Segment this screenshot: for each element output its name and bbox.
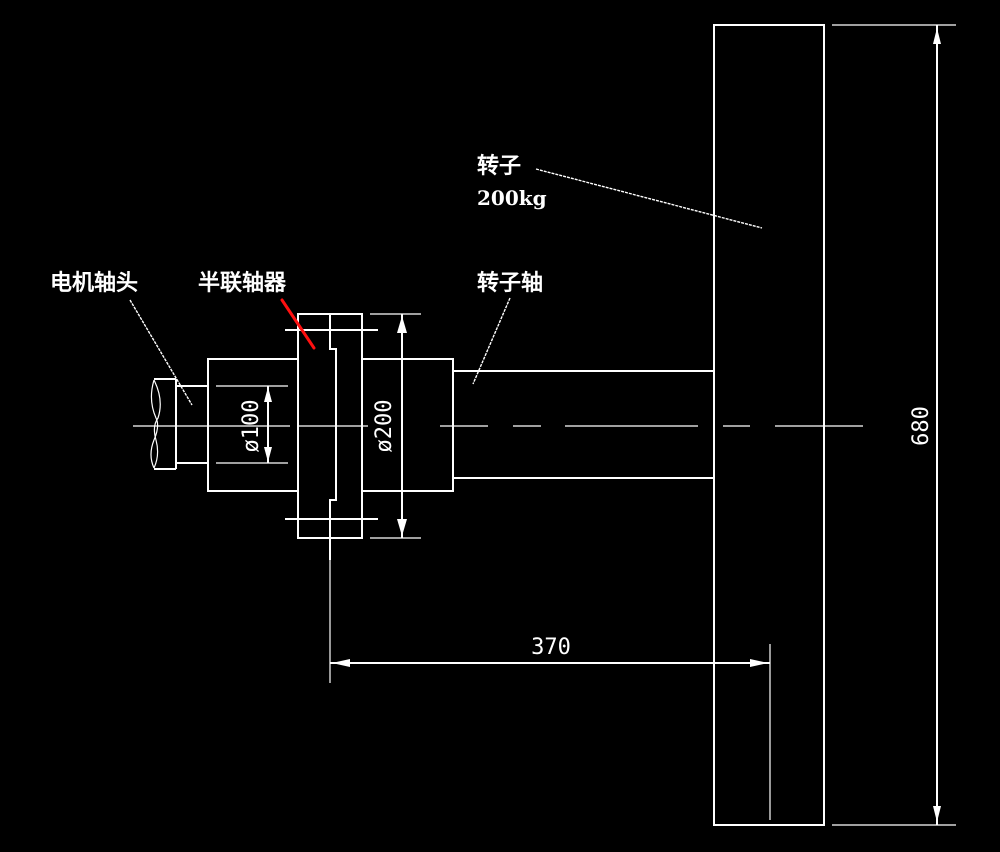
leader-rotor bbox=[535, 168, 763, 229]
label-rotor: 转子 bbox=[477, 153, 521, 179]
dimension-text-overhang: 370 bbox=[531, 635, 571, 660]
dimension-overhang: 370 bbox=[329, 560, 771, 820]
motor-shaft bbox=[150, 378, 208, 470]
dimension-text-coupling-diameter: ø200 bbox=[372, 400, 397, 453]
leader-motor-shaft bbox=[129, 299, 193, 406]
dimension-rotor-height: 680 bbox=[832, 24, 956, 826]
dimension-text-rotor-height: 680 bbox=[909, 406, 934, 446]
rotor-shaft bbox=[361, 358, 714, 492]
leader-rotor-shaft bbox=[472, 297, 511, 385]
label-half-coupling: 半联轴器 bbox=[198, 270, 287, 296]
label-rotor-mass: 200kg bbox=[477, 186, 547, 210]
dimension-shaft-diameter: ø100 bbox=[216, 385, 288, 464]
label-motor-shaft: 电机轴头 bbox=[50, 270, 138, 296]
leader-half-coupling bbox=[280, 298, 316, 350]
dimension-coupling-diameter: ø200 bbox=[370, 313, 421, 539]
dimension-text-shaft-diameter: ø100 bbox=[239, 400, 264, 453]
rotor bbox=[713, 24, 825, 826]
label-rotor-shaft: 转子轴 bbox=[477, 270, 543, 296]
